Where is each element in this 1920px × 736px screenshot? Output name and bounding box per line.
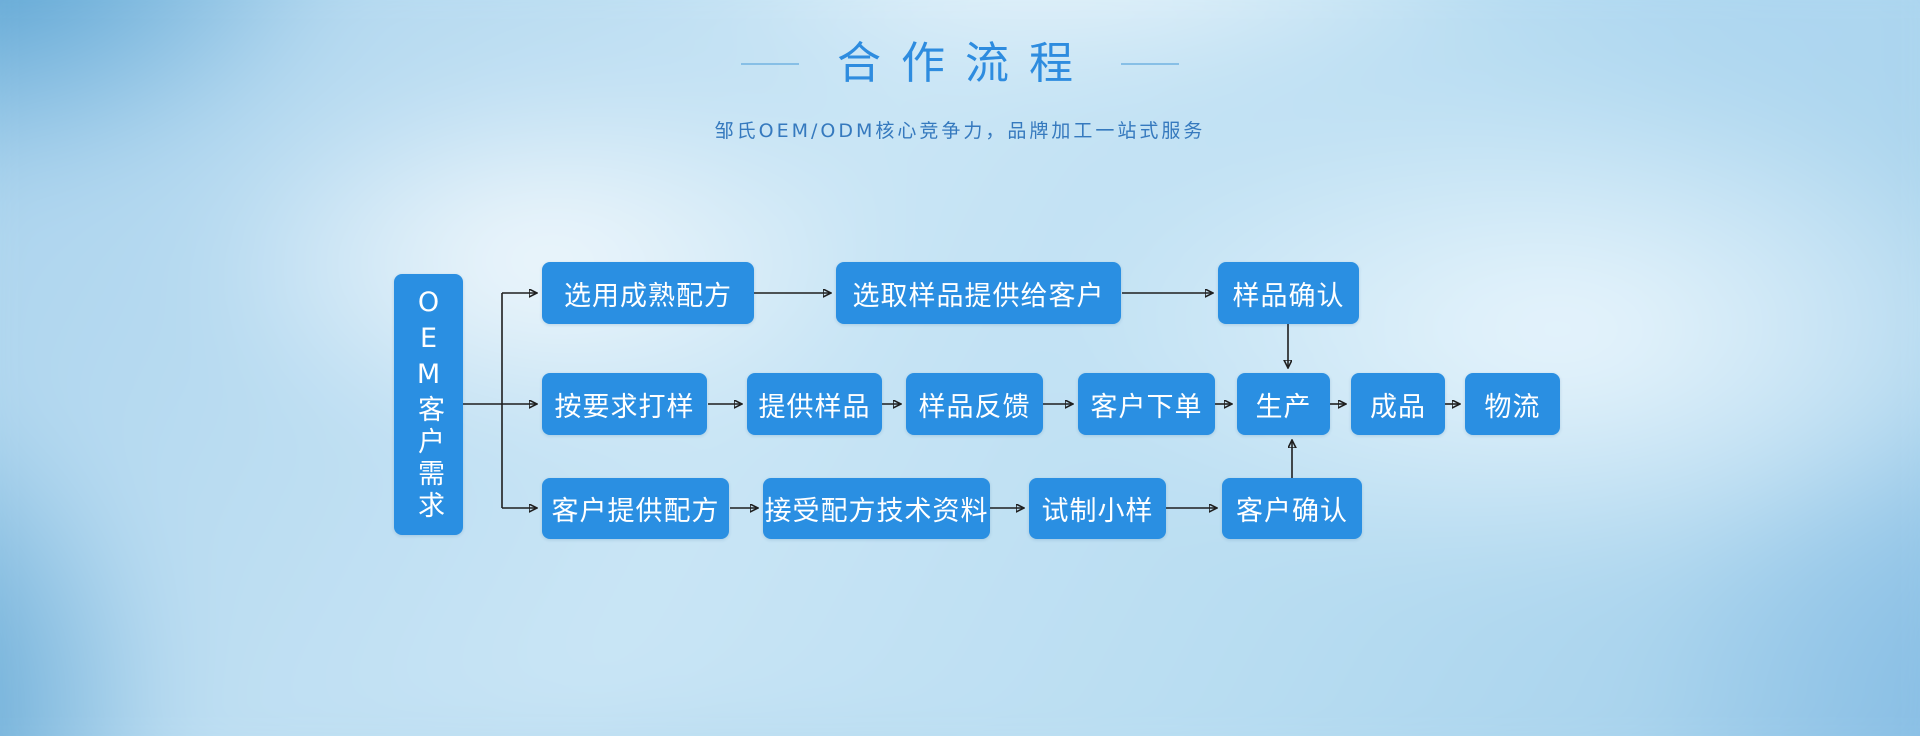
node-oem-customer-needs: OEM客户需求 bbox=[394, 274, 463, 535]
section-subtitle: 邹氏OEM/ODM核心竞争力，品牌加工一站式服务 bbox=[714, 120, 1206, 142]
node-select-mature-formula: 选用成熟配方 bbox=[542, 262, 754, 324]
node-finished-product: 成品 bbox=[1351, 373, 1445, 435]
node-logistics: 物流 bbox=[1465, 373, 1560, 435]
title-decor-line-left bbox=[741, 63, 799, 66]
title-decor-line-right bbox=[1121, 63, 1179, 66]
node-sampling-by-request: 按要求打样 bbox=[542, 373, 707, 435]
node-sample-confirmation: 样品确认 bbox=[1218, 262, 1359, 324]
section-title: 合作流程 bbox=[837, 38, 1093, 89]
node-provide-sample-to-customer: 选取样品提供给客户 bbox=[836, 262, 1121, 324]
node-trial-small-sample: 试制小样 bbox=[1029, 478, 1166, 539]
node-production: 生产 bbox=[1237, 373, 1330, 435]
node-customer-confirmation: 客户确认 bbox=[1222, 478, 1362, 539]
node-receive-formula-technical-docs: 接受配方技术资料 bbox=[763, 478, 990, 539]
node-customer-provides-formula: 客户提供配方 bbox=[542, 478, 729, 539]
node-customer-order: 客户下单 bbox=[1078, 373, 1215, 435]
node-provide-sample: 提供样品 bbox=[747, 373, 882, 435]
node-sample-feedback: 样品反馈 bbox=[906, 373, 1043, 435]
title-block: 合作流程 bbox=[0, 38, 1920, 91]
